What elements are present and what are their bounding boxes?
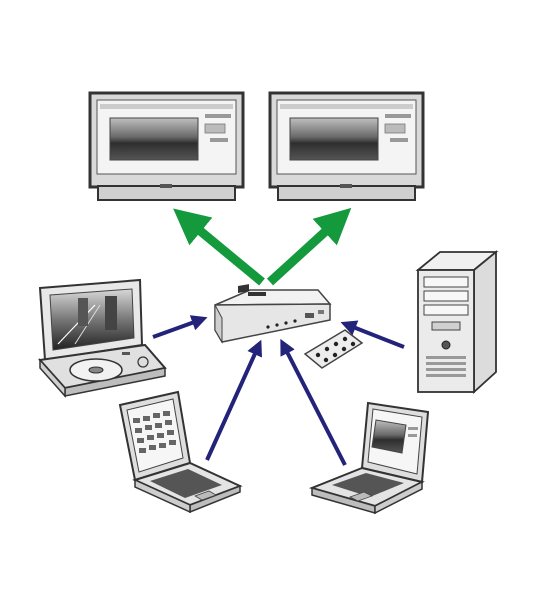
output-arrow-left bbox=[173, 208, 265, 286]
input-arrow-dvd bbox=[152, 315, 208, 339]
output-arrows bbox=[173, 207, 352, 286]
input-arrow-laptop-right bbox=[280, 338, 347, 466]
output-arrow-right bbox=[266, 207, 352, 286]
input-arrows bbox=[152, 315, 405, 466]
switch-box-icon bbox=[214, 284, 332, 344]
laptop-right-icon bbox=[308, 401, 430, 515]
monitor-right-icon bbox=[268, 91, 425, 201]
monitor-left-icon bbox=[88, 91, 245, 201]
pc-tower-icon bbox=[415, 250, 499, 395]
portable-dvd-icon bbox=[38, 278, 167, 398]
laptop-left-icon bbox=[118, 390, 243, 514]
input-arrow-pc bbox=[340, 320, 405, 349]
remote-control-icon bbox=[303, 329, 364, 369]
input-arrow-laptop-left bbox=[205, 339, 263, 461]
